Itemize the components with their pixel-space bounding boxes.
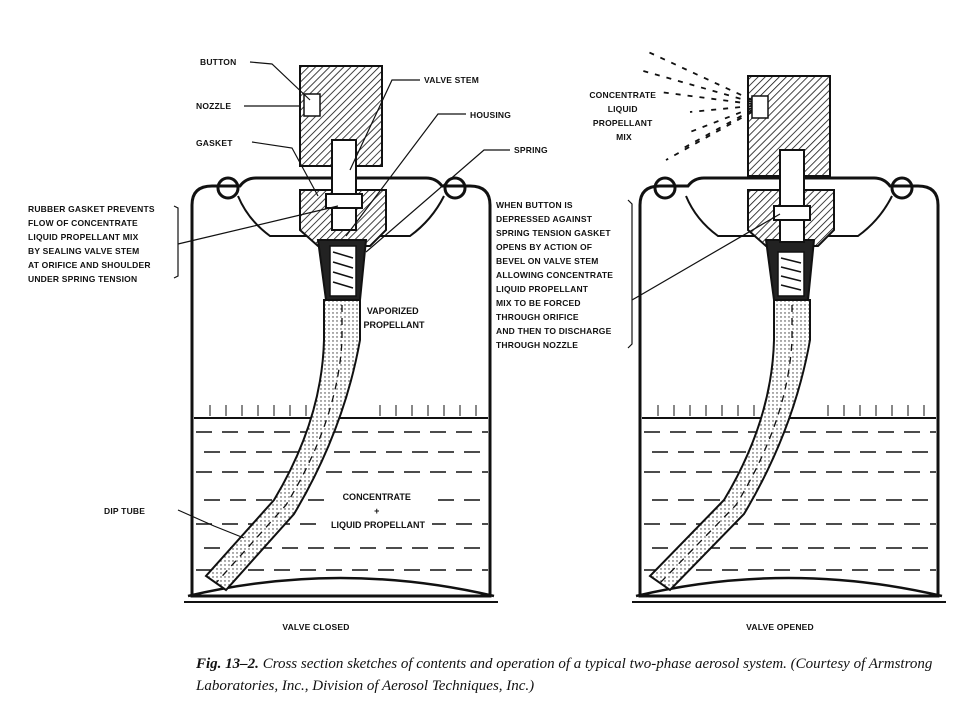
- leader-lines: [173, 61, 781, 539]
- figure-caption: Fig. 13–2. Cross section sketches of con…: [196, 653, 956, 697]
- note-right: WHEN BUTTON IS DEPRESSED AGAINST SPRING …: [496, 200, 616, 350]
- svg-text:CONCENTRATE + LIQU: CONCENTRATE + LIQUID PROPELLANT: [331, 492, 426, 530]
- spray-plume: [639, 49, 753, 161]
- label-dip-tube: DIP TUBE: [104, 506, 145, 516]
- label-nozzle: NOZZLE: [196, 101, 231, 111]
- label-housing: HOUSING: [470, 110, 511, 120]
- label-spray: CONCENTRATE LIQUID PROPELLANT MIX: [589, 90, 658, 142]
- nozzle-right: [751, 95, 769, 119]
- caption-title: Fig. 13–2.: [196, 656, 259, 672]
- valve-stem-left: [331, 139, 357, 231]
- label-concentrate-liquid: CONCENTRATE + LIQUID PROPELLANT: [324, 488, 432, 536]
- can-right: [632, 49, 946, 603]
- vapor-arrows-right: [657, 405, 925, 416]
- liquid-dashes-right: [644, 431, 936, 571]
- can-left: [184, 65, 498, 603]
- label-gasket: GASKET: [196, 138, 233, 148]
- can-right-body: [638, 205, 940, 598]
- vapor-arrows-left: [209, 405, 477, 416]
- label-valve-opened: VALVE OPENED: [746, 622, 814, 632]
- dip-tube-right: [648, 299, 811, 592]
- label-vaporized-propellant: VAPORIZED PROPELLANT: [363, 306, 425, 330]
- rim-curl-left: [216, 176, 240, 200]
- actuator-button-left: [299, 65, 383, 167]
- label-button: BUTTON: [200, 57, 236, 67]
- label-spring: SPRING: [514, 145, 548, 155]
- can-left-body: [190, 205, 492, 598]
- label-valve-closed: VALVE CLOSED: [282, 622, 349, 632]
- nozzle-left: [303, 93, 321, 117]
- rim-curl-right: [443, 176, 467, 200]
- caption-text: Cross section sketches of contents and o…: [196, 656, 933, 694]
- dip-tube-left: [204, 299, 361, 592]
- label-valve-stem: VALVE STEM: [424, 75, 479, 85]
- note-left: RUBBER GASKET PREVENTS FLOW OF CONCENTRA…: [28, 204, 157, 284]
